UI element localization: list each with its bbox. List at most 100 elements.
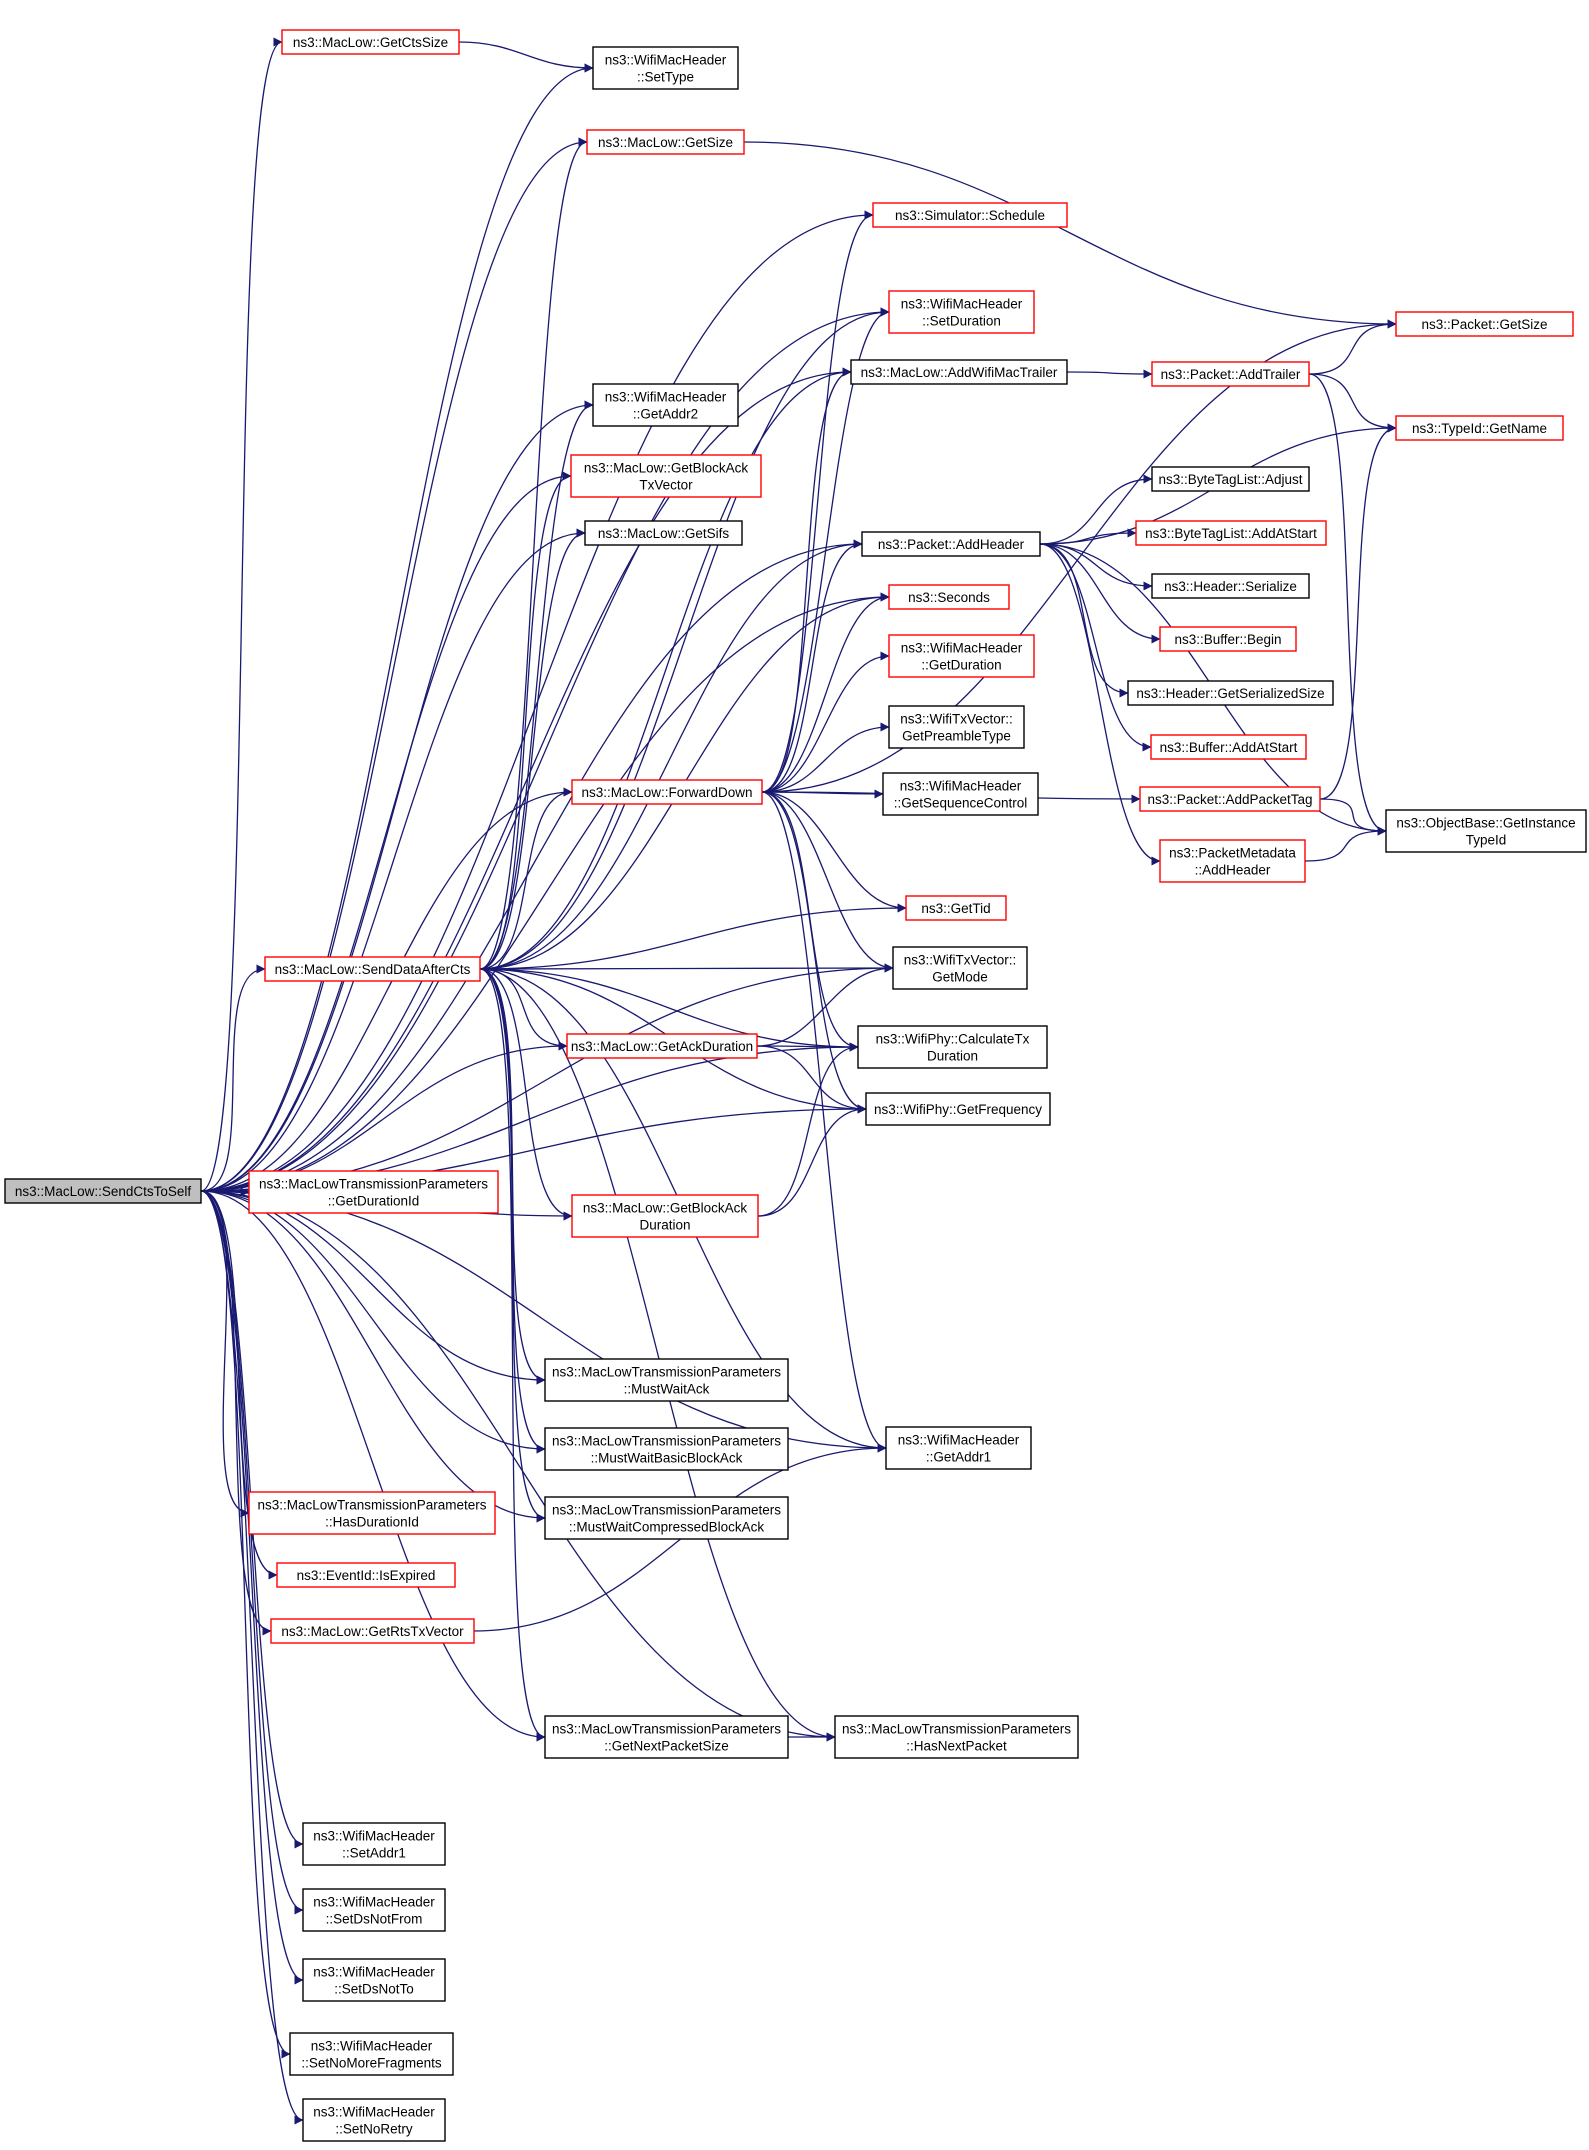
node-label-mustwaitack-line-0: ns3::MacLowTransmissionParameters (552, 1365, 781, 1380)
node-setdsnotto[interactable]: ns3::WifiMacHeader::SetDsNotTo (302, 1958, 446, 2002)
node-label-setdsnotfrom-line-1: ::SetDsNotFrom (326, 1912, 423, 1927)
node-label-forwarddown-line-0: ns3::MacLow::ForwardDown (581, 785, 752, 800)
node-label-root-line-0: ns3::MacLow::SendCtsToSelf (15, 1184, 192, 1199)
edge-root-to-isexpired (200, 1190, 278, 1580)
node-label-setnomorefragments-line-1: ::SetNoMoreFragments (301, 2056, 442, 2071)
node-bytetaglistadjust[interactable]: ns3::ByteTagList::Adjust (1151, 466, 1310, 492)
edge-addtrailer-to-packetgetsize (1308, 319, 1397, 375)
node-settype[interactable]: ns3::WifiMacHeader::SetType (592, 46, 739, 90)
node-setnoretry[interactable]: ns3::WifiMacHeader::SetNoRetry (302, 2098, 446, 2142)
node-hasdurationid[interactable]: ns3::MacLowTransmissionParameters::HasDu… (248, 1491, 496, 1535)
node-label-setaddr1-line-1: ::SetAddr1 (342, 1846, 406, 1861)
node-getackduration[interactable]: ns3::MacLow::GetAckDuration (566, 1033, 758, 1059)
edge-root-to-addheader (200, 539, 863, 1192)
node-box-getinstancetypeid (1385, 809, 1587, 853)
node-setaddr1[interactable]: ns3::WifiMacHeader::SetAddr1 (302, 1822, 446, 1866)
node-getnextpacketsize[interactable]: ns3::MacLowTransmissionParameters::GetNe… (544, 1715, 789, 1759)
node-forwarddown[interactable]: ns3::MacLow::ForwardDown (571, 779, 763, 805)
node-getpreambletype[interactable]: ns3::WifiTxVector::GetPreambleType (888, 705, 1025, 749)
edge-root-to-getblockacktxvector (200, 471, 572, 1192)
node-box-getsize (586, 129, 745, 155)
node-getrtstxvector[interactable]: ns3::MacLow::GetRtsTxVector (270, 1618, 475, 1644)
edge-forwarddown-to-getpreambletype (761, 722, 890, 793)
node-label-getdurationhdr-line-0: ns3::WifiMacHeader (901, 641, 1023, 656)
node-getdurationhdr[interactable]: ns3::WifiMacHeader::GetDuration (888, 634, 1035, 678)
node-box-calculatetxduration (857, 1025, 1048, 1069)
node-hasnextpacket[interactable]: ns3::MacLowTransmissionParameters::HasNe… (834, 1715, 1079, 1759)
node-label-bytetaglistadjust-line-0: ns3::ByteTagList::Adjust (1158, 472, 1302, 487)
node-box-getdurationhdr (888, 634, 1035, 678)
node-setdsnotfrom[interactable]: ns3::WifiMacHeader::SetDsNotFrom (302, 1888, 446, 1932)
node-getaddr1[interactable]: ns3::WifiMacHeader::GetAddr1 (885, 1426, 1032, 1470)
edge-root-to-setnoretry (200, 1190, 304, 2125)
node-setnomorefragments[interactable]: ns3::WifiMacHeader::SetNoMoreFragments (289, 2032, 454, 2076)
node-box-getaddr1 (885, 1426, 1032, 1470)
node-schedule[interactable]: ns3::Simulator::Schedule (872, 202, 1068, 228)
node-label-settype-line-0: ns3::WifiMacHeader (605, 53, 727, 68)
edge-addheader-to-bufferaddatstart (1039, 543, 1152, 752)
node-box-mustwaitbasic (544, 1427, 789, 1471)
node-root[interactable]: ns3::MacLow::SendCtsToSelf (4, 1178, 202, 1204)
node-addtrailer[interactable]: ns3::Packet::AddTrailer (1151, 361, 1310, 387)
edge-root-to-schedule (200, 210, 874, 1192)
node-senddataaftercts[interactable]: ns3::MacLow::SendDataAfterCts (264, 956, 481, 982)
node-bufferbegin[interactable]: ns3::Buffer::Begin (1159, 626, 1297, 652)
node-getsequencecontrol[interactable]: ns3::WifiMacHeader::GetSequenceControl (882, 772, 1039, 816)
node-box-forwarddown (571, 779, 763, 805)
node-getsifs[interactable]: ns3::MacLow::GetSifs (584, 520, 743, 546)
edge-senddataaftercts-to-getmode (479, 963, 894, 973)
edge-senddataaftercts-to-hasnextpacket (479, 968, 836, 1742)
node-addheader[interactable]: ns3::Packet::AddHeader (861, 531, 1041, 557)
node-box-packetgetsize (1395, 311, 1574, 337)
node-mustwaitcompressed[interactable]: ns3::MacLowTransmissionParameters::MustW… (544, 1496, 789, 1540)
node-getaddr2[interactable]: ns3::WifiMacHeader::GetAddr2 (592, 383, 739, 427)
edge-addtrailer-to-typeidgetname (1308, 373, 1397, 433)
node-box-setaddr1 (302, 1822, 446, 1866)
node-gettid[interactable]: ns3::GetTid (905, 895, 1007, 921)
node-getctssize[interactable]: ns3::MacLow::GetCtsSize (281, 29, 460, 55)
node-label-getpreambletype-line-1: GetPreambleType (902, 729, 1011, 744)
node-label-calculatetxduration-line-1: Duration (927, 1049, 978, 1064)
node-label-bufferbegin-line-0: ns3::Buffer::Begin (1174, 632, 1281, 647)
node-label-getmode-line-0: ns3::WifiTxVector:: (904, 953, 1017, 968)
node-getfrequency[interactable]: ns3::WifiPhy::GetFrequency (865, 1092, 1051, 1126)
node-getdurationid[interactable]: ns3::MacLowTransmissionParameters::GetDu… (248, 1170, 499, 1214)
node-getmode[interactable]: ns3::WifiTxVector::GetMode (892, 946, 1028, 990)
node-addpackettag[interactable]: ns3::Packet::AddPacketTag (1139, 786, 1321, 812)
edge-forwarddown-to-addheader (761, 539, 863, 793)
node-box-addwifimactrailer (850, 359, 1068, 385)
node-box-isexpired (276, 1562, 456, 1588)
edge-addpackettag-to-getinstancetypeid (1319, 798, 1387, 836)
node-label-getnextpacketsize-line-1: ::GetNextPacketSize (604, 1739, 729, 1754)
edge-senddataaftercts-to-getnextpacketsize (479, 968, 546, 1742)
node-mustwaitack[interactable]: ns3::MacLowTransmissionParameters::MustW… (544, 1358, 789, 1402)
edge-root-to-getaddr1 (200, 1190, 887, 1453)
node-headerserialize[interactable]: ns3::Header::Serialize (1151, 573, 1310, 599)
node-label-hasdurationid-line-0: ns3::MacLowTransmissionParameters (257, 1498, 486, 1513)
edge-root-to-getnextpacketsize (200, 1190, 546, 1742)
node-label-getaddr1-line-0: ns3::WifiMacHeader (898, 1433, 1020, 1448)
edge-root-to-setdsnotto (200, 1190, 304, 1985)
node-mustwaitbasic[interactable]: ns3::MacLowTransmissionParameters::MustW… (544, 1427, 789, 1471)
node-addwifimactrailer[interactable]: ns3::MacLow::AddWifiMacTrailer (850, 359, 1068, 385)
node-label-getsequencecontrol-line-1: ::GetSequenceControl (894, 796, 1028, 811)
node-packetgetsize[interactable]: ns3::Packet::GetSize (1395, 311, 1574, 337)
node-label-bufferaddatstart-line-0: ns3::Buffer::AddAtStart (1160, 740, 1298, 755)
node-addatstart1[interactable]: ns3::ByteTagList::AddAtStart (1135, 520, 1327, 546)
edge-addtrailer-to-getinstancetypeid (1308, 373, 1387, 836)
node-pmaddheader[interactable]: ns3::PacketMetadata::AddHeader (1159, 839, 1306, 883)
node-label-typeidgetname-line-0: ns3::TypeId::GetName (1412, 421, 1547, 436)
node-setduration[interactable]: ns3::WifiMacHeader::SetDuration (888, 290, 1035, 334)
node-seconds[interactable]: ns3::Seconds (888, 584, 1010, 610)
node-typeidgetname[interactable]: ns3::TypeId::GetName (1395, 415, 1564, 441)
node-label-getmode-line-1: GetMode (932, 970, 988, 985)
node-label-getdurationid-line-1: ::GetDurationId (328, 1194, 420, 1209)
node-getsize[interactable]: ns3::MacLow::GetSize (586, 129, 745, 155)
node-getserializedsize[interactable]: ns3::Header::GetSerializedSize (1127, 680, 1334, 706)
node-isexpired[interactable]: ns3::EventId::IsExpired (276, 1562, 456, 1588)
node-bufferaddatstart[interactable]: ns3::Buffer::AddAtStart (1150, 734, 1307, 760)
